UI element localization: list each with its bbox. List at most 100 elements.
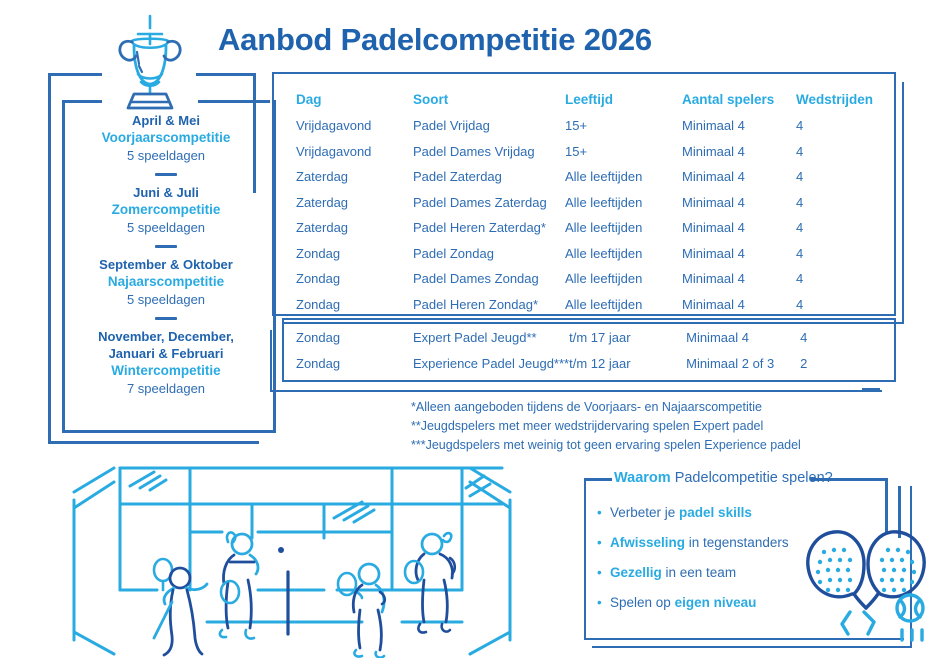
cell-aantal: Minimaal 4 xyxy=(682,194,745,210)
cell-leeftijd: Alle leeftijden xyxy=(565,220,643,236)
cell-soort: Padel Zaterdag xyxy=(413,169,502,185)
padel-rackets-icon xyxy=(790,520,940,645)
cell-soort: Padel Zondag xyxy=(413,245,494,261)
cell-wedstrijden: 2 xyxy=(800,355,808,371)
season-name: Wintercompetitie xyxy=(111,363,221,378)
season-inner-frame-top-right xyxy=(198,100,270,103)
cell-aantal: Minimaal 2 of 3 xyxy=(686,355,775,371)
list-item: •Afwisseling in tegenstanders xyxy=(597,528,789,558)
youth-table-frame-shadow xyxy=(270,330,882,392)
season-months: September & Oktober xyxy=(99,257,233,272)
why-panel-frame-shadow-right xyxy=(898,486,901,538)
why-panel-title: Waarom Padelcompetitie spelen? xyxy=(614,470,833,486)
cell-aantal: Minimaal 4 xyxy=(682,220,745,236)
season-name: Najaarscompetitie xyxy=(107,274,225,289)
main-table-frame xyxy=(272,72,896,316)
season-name: Voorjaarscompetitie xyxy=(101,130,231,145)
table-row: Zaterdag Padel Dames Zaterdag Alle leeft… xyxy=(296,190,878,216)
why-title-rest: Padelcompetitie spelen? xyxy=(670,470,833,486)
youth-table-frame xyxy=(282,318,896,382)
cell-leeftijd: t/m 17 jaar xyxy=(569,330,631,346)
cell-wedstrijden: 4 xyxy=(796,296,804,312)
season-months: November, December, Januari & Februari xyxy=(98,329,234,361)
why-title-accent: Waarom xyxy=(614,470,671,486)
cell-leeftijd: Alle leeftijden xyxy=(565,169,643,185)
season-months: April & Mei xyxy=(132,113,200,128)
cell-wedstrijden: 4 xyxy=(796,194,804,210)
season-inner-frame xyxy=(62,100,276,433)
why-benefits-list: •Verbeter je padel skills •Afwisseling i… xyxy=(597,498,789,618)
season-divider xyxy=(155,245,177,248)
cell-aantal: Minimaal 4 xyxy=(682,118,745,134)
cell-soort: Padel Heren Zondag* xyxy=(413,296,539,312)
season-months: Juni & Juli xyxy=(133,185,199,200)
cell-aantal: Minimaal 4 xyxy=(682,271,745,287)
cell-wedstrijden: 4 xyxy=(796,143,804,159)
item-post: in tegenstanders xyxy=(685,535,789,550)
cell-dag: Zaterdag xyxy=(296,194,349,210)
cell-dag: Vrijdagavond xyxy=(296,143,372,159)
cell-aantal: Minimaal 4 xyxy=(686,330,749,346)
footnote-2: **Jeugdspelers met meer wedstrijdervarin… xyxy=(411,419,764,433)
table-row: Vrijdagavond Padel Vrijdag 15+ Minimaal … xyxy=(296,113,878,139)
cell-dag: Zaterdag xyxy=(296,220,349,236)
cell-aantal: Minimaal 4 xyxy=(682,245,745,261)
season-outer-frame-top-right xyxy=(196,73,256,76)
cell-dag: Vrijdagavond xyxy=(296,118,372,134)
table-row: Zondag Expert Padel Jeugd** t/m 17 jaar … xyxy=(296,325,882,351)
cell-leeftijd: 15+ xyxy=(565,118,588,134)
table-row: Zondag Experience Padel Jeugd*** t/m 12 … xyxy=(296,351,882,377)
table-body: Vrijdagavond Padel Vrijdag 15+ Minimaal … xyxy=(296,113,878,317)
cell-dag: Zondag xyxy=(296,355,341,371)
list-item: • Spelen op eigen niveau xyxy=(597,588,789,618)
bullet-icon: • xyxy=(597,595,602,610)
cell-leeftijd: Alle leeftijden xyxy=(565,296,643,312)
why-panel-frame-top-right xyxy=(810,478,888,481)
col-header-soort: Soort xyxy=(413,91,449,107)
season-days: 7 speeldagen xyxy=(126,381,206,396)
youth-table-body: Zondag Expert Padel Jeugd** t/m 17 jaar … xyxy=(296,325,882,376)
youth-table-frame-tick xyxy=(862,388,880,391)
col-header-dag: Dag xyxy=(296,91,322,107)
col-header-aantal-spelers: Aantal spelers xyxy=(682,91,775,107)
padel-court-illustration xyxy=(62,462,562,659)
item-pre: Spelen op xyxy=(610,595,675,610)
col-header-leeftijd: Leeftijd xyxy=(565,91,614,107)
cell-wedstrijden: 4 xyxy=(796,169,804,185)
table-row: Vrijdagavond Padel Dames Vrijdag 15+ Min… xyxy=(296,139,878,165)
trophy-icon xyxy=(98,8,202,112)
cell-soort: Expert Padel Jeugd** xyxy=(413,330,537,346)
cell-dag: Zondag xyxy=(296,330,341,346)
season-block: April & Mei Voorjaarscompetitie 5 speeld… xyxy=(62,112,270,165)
page-title: Aanbod Padelcompetitie 2026 xyxy=(218,22,652,57)
season-inner-frame-top-left xyxy=(62,100,102,103)
cell-leeftijd: 15+ xyxy=(565,143,588,159)
cell-soort: Padel Dames Vrijdag xyxy=(413,143,535,159)
cell-dag: Zondag xyxy=(296,296,341,312)
item-accent: Gezellig xyxy=(610,565,662,580)
bullet-icon: • xyxy=(597,565,602,580)
list-item: • Gezellig in een team xyxy=(597,558,789,588)
item-accent: eigen niveau xyxy=(674,595,757,610)
item-post: in een team xyxy=(661,565,737,580)
why-panel-frame-shadow xyxy=(592,486,912,648)
why-panel-frame xyxy=(584,478,904,640)
cell-dag: Zondag xyxy=(296,271,341,287)
table-row: Zondag Padel Zondag Alle leeftijden Mini… xyxy=(296,241,878,267)
cell-wedstrijden: 4 xyxy=(800,330,808,346)
season-divider xyxy=(155,173,177,176)
cell-aantal: Minimaal 4 xyxy=(682,143,745,159)
bullet-icon: • xyxy=(597,535,602,550)
cell-dag: Zondag xyxy=(296,245,341,261)
season-block: November, December, Januari & Februari W… xyxy=(62,328,270,398)
table-row: Zondag Padel Dames Zondag Alle leeftijde… xyxy=(296,266,878,292)
cell-wedstrijden: 4 xyxy=(796,245,804,261)
item-pre: Verbeter je xyxy=(610,505,680,520)
table-row: Zondag Padel Heren Zondag* Alle leeftijd… xyxy=(296,292,878,318)
col-header-wedstrijden: Wedstrijden xyxy=(796,91,874,107)
cell-leeftijd: Alle leeftijden xyxy=(565,245,643,261)
cell-aantal: Minimaal 4 xyxy=(682,296,745,312)
cell-soort: Padel Vrijdag xyxy=(413,118,490,134)
cell-soort: Padel Dames Zondag xyxy=(413,271,539,287)
season-block: Juni & Juli Zomercompetitie 5 speeldagen xyxy=(62,184,270,237)
